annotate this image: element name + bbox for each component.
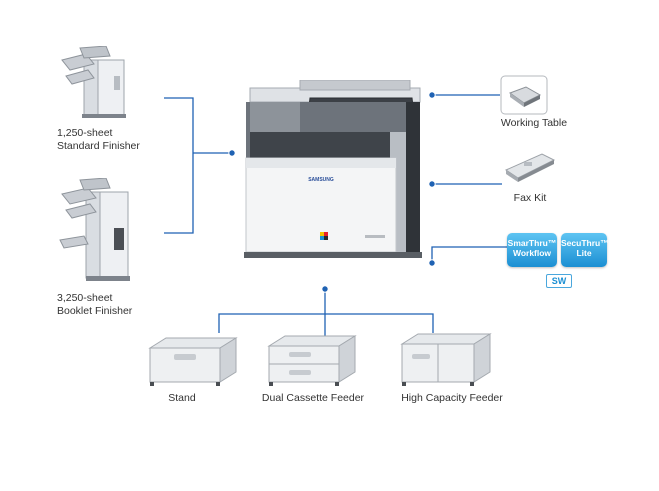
fax-kit-label: Fax Kit: [513, 192, 547, 204]
feeder-bracket-line: [218, 313, 434, 333]
connector-dot: [321, 285, 329, 293]
connector-dot: [228, 149, 236, 157]
smarthru-edition: Workflow: [512, 248, 552, 258]
printer-color-logo: [320, 232, 328, 240]
software-connector-line: [431, 246, 507, 263]
connector-dot: [428, 259, 436, 267]
dual-cassette-feeder-label: Dual Cassette Feeder: [261, 392, 365, 404]
software-tag: SW: [546, 274, 572, 288]
working-table-image: [500, 75, 548, 115]
standard-finisher-image: [61, 46, 126, 118]
connector-dot: [428, 91, 436, 99]
stand-image: [148, 337, 238, 386]
printer-brand-text: SAMSUNG: [308, 177, 334, 183]
secuthru-edition: Lite: [576, 248, 592, 258]
secuthru-lite-badge: SecuThru™ Lite: [561, 233, 609, 267]
high-capacity-feeder-image: [400, 333, 492, 386]
booklet-finisher-label: 3,250-sheet Booklet Finisher: [57, 292, 132, 318]
working-table-label: Working Table: [500, 117, 568, 129]
stand-label: Stand: [168, 392, 196, 404]
high-capacity-feeder-label: High Capacity Feeder: [401, 392, 503, 404]
standard-finisher-label: 1,250-sheet Standard Finisher: [57, 127, 140, 153]
printer-image: SAMSUNG: [244, 80, 422, 258]
standard-finisher-capacity: 1,250-sheet: [57, 127, 113, 139]
dual-cassette-feeder-image: [267, 335, 357, 386]
booklet-finisher-capacity: 3,250-sheet: [57, 292, 113, 304]
secuthru-name: SecuThru™: [561, 238, 609, 248]
smarthru-name: SmarThru™: [507, 238, 557, 248]
connector-dot: [428, 180, 436, 188]
smarthru-workflow-badge: SmarThru™ Workflow: [507, 233, 557, 267]
finisher-bracket-line: [164, 97, 194, 234]
booklet-finisher-image: [59, 178, 130, 281]
booklet-finisher-name: Booklet Finisher: [57, 305, 133, 317]
fax-kit-image: [504, 153, 556, 182]
standard-finisher-name: Standard Finisher: [57, 140, 140, 152]
